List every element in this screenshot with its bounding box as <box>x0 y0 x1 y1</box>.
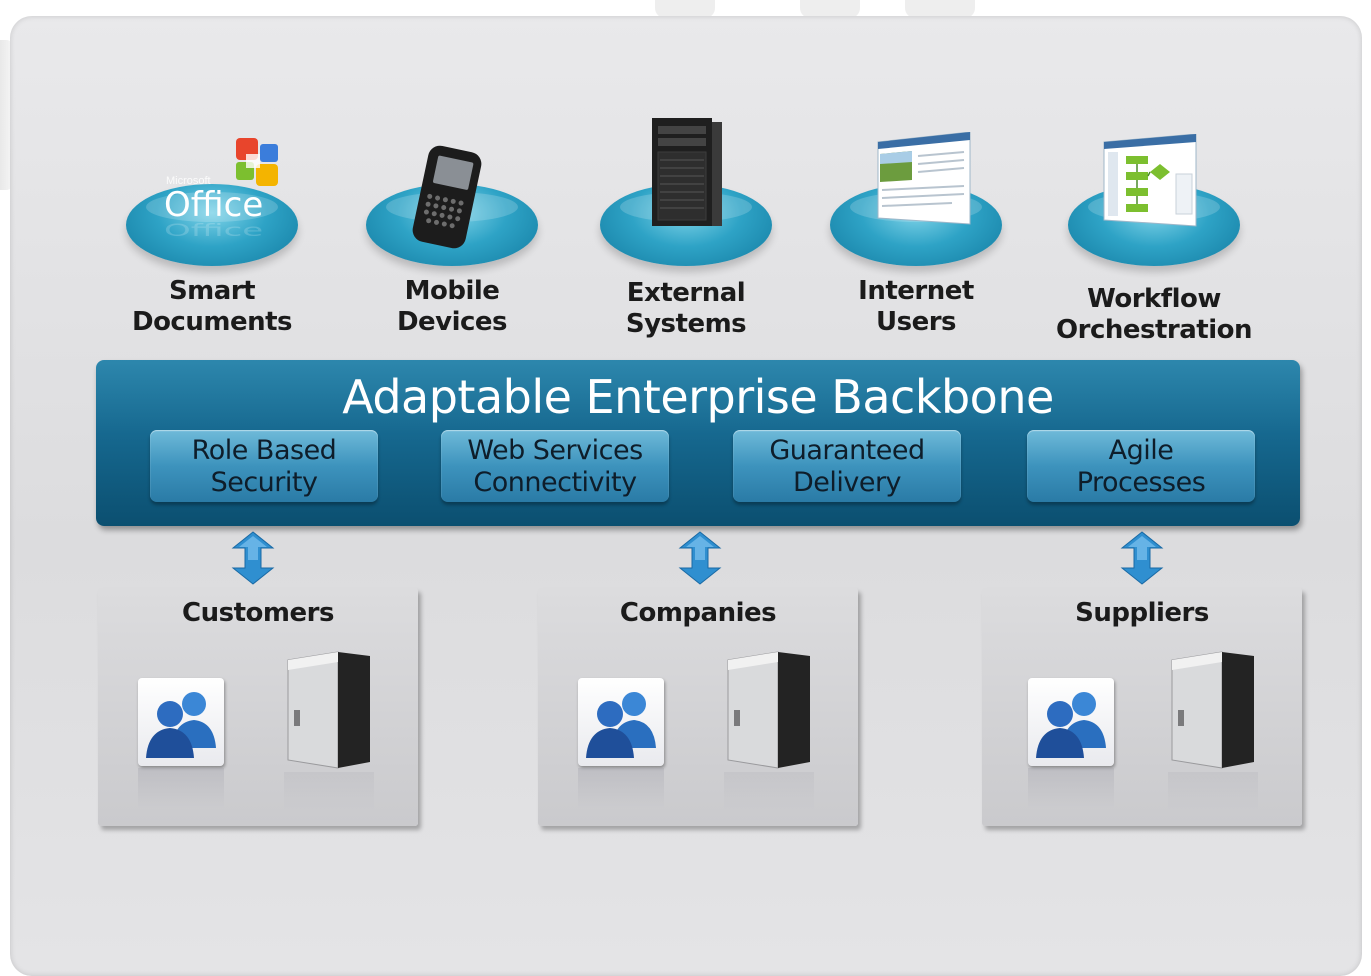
svg-text:Office: Office <box>164 185 263 225</box>
svg-text:Office: Office <box>164 221 263 241</box>
backbone-title: Adaptable Enterprise Backbone <box>342 370 1054 424</box>
group-title: Customers <box>182 598 334 628</box>
group-title: Companies <box>619 598 777 628</box>
workflow-window-icon <box>1100 133 1210 244</box>
bidirectional-arrow-icon <box>231 531 275 585</box>
icon-reflection <box>578 768 664 808</box>
users-icon <box>578 678 664 766</box>
icon-reflection <box>1168 772 1258 812</box>
svg-text:Microsoft: Microsoft <box>166 175 211 187</box>
bidirectional-arrow-icon <box>678 531 722 585</box>
mobile-phone-icon <box>412 144 492 254</box>
office-logo-icon: Microsoft Office Office <box>152 132 302 242</box>
bidirectional-arrow-icon <box>1120 531 1164 585</box>
background-ghost-tab <box>905 0 975 18</box>
server-tower-icon <box>646 116 726 236</box>
icon-reflection <box>1028 768 1114 808</box>
background-ghost-tab <box>800 0 860 18</box>
enterprise-backbone-bar: Adaptable Enterprise Backbone Role Based… <box>96 360 1300 526</box>
browser-window-icon <box>872 131 976 242</box>
server-tower-icon <box>1171 651 1254 769</box>
server-tower-icon <box>727 651 810 769</box>
server-tower-icon <box>287 651 370 769</box>
icon-reflection <box>284 772 374 812</box>
group-companies: Companies <box>538 588 858 826</box>
icon-reflection <box>724 772 814 812</box>
group-customers: Customers <box>98 588 418 826</box>
background-ghost-tab <box>655 0 715 18</box>
platform-disc <box>126 184 298 266</box>
users-icon <box>138 678 224 766</box>
group-suppliers: Suppliers <box>982 588 1302 826</box>
users-icon <box>1028 678 1114 766</box>
group-title: Suppliers <box>1075 598 1209 628</box>
icon-reflection <box>138 768 224 808</box>
